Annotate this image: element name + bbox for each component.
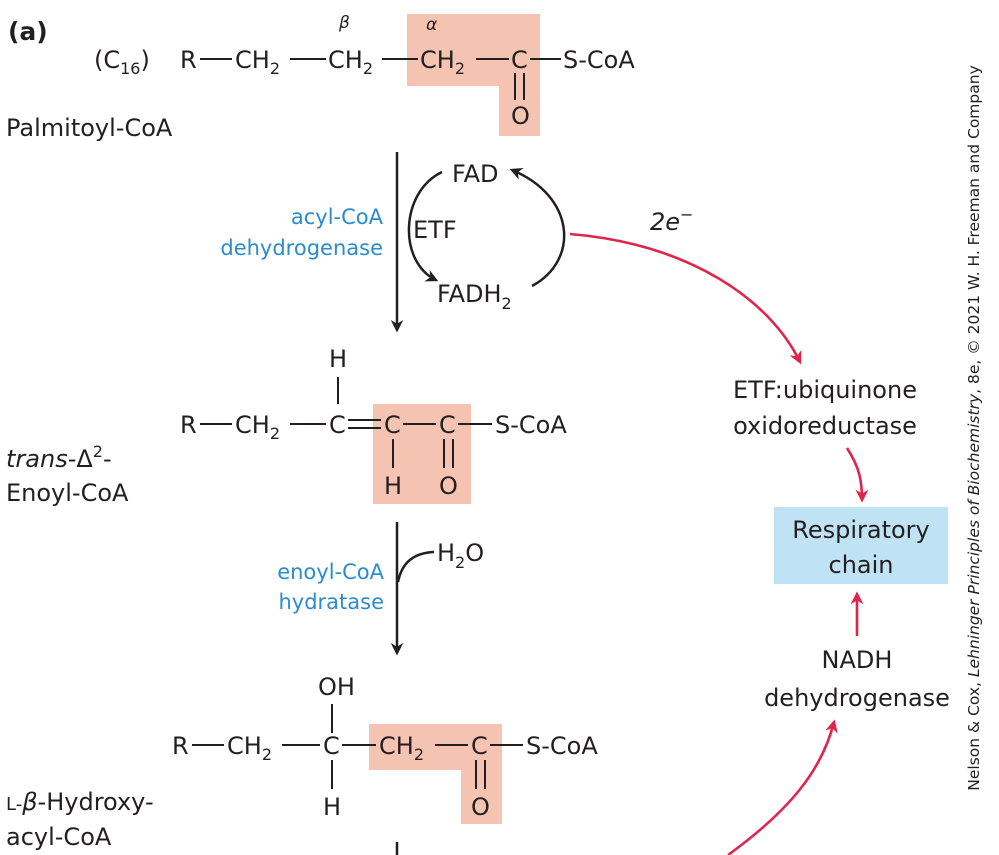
etf-to-respiratory-arrow xyxy=(845,447,869,503)
hydroxy-carbonyl-o: O xyxy=(471,793,490,821)
respiratory-chain-line2: chain xyxy=(829,551,894,579)
palmitoyl-chain-length: (C16) xyxy=(94,46,150,78)
enoyl-coa-hydratase-line2: hydratase xyxy=(278,590,384,614)
enoyl-alpha-h: H xyxy=(384,472,402,500)
respiratory-chain-line1: Respiratory xyxy=(792,516,930,544)
etf-oxidoreductase-line1: ETF:ubiquinone xyxy=(733,376,917,404)
acyl-coa-dehydrogenase-line2: dehydrogenase xyxy=(220,236,383,260)
water-label: H2O xyxy=(437,539,484,572)
enoyl-ch2: CH2 xyxy=(235,411,280,443)
hydroxy-beta-h: H xyxy=(323,793,341,821)
palmitoyl-ch2-alpha: CH2 xyxy=(420,46,465,78)
hydroxy-scoa: S-CoA xyxy=(526,732,598,760)
etf-oxidoreductase-line2: oxidoreductase xyxy=(733,412,917,440)
acyl-coa-dehydrogenase-line1: acyl-CoA xyxy=(291,205,384,229)
respiratory-chain-box xyxy=(774,507,948,584)
two-electrons-label: 2e− xyxy=(650,205,693,236)
hydroxy-highlight xyxy=(369,724,502,824)
palmitoyl-r-group: R xyxy=(180,46,197,74)
panel-label: (a) xyxy=(8,17,48,46)
palmitoyl-ch2-beta: CH2 xyxy=(328,46,373,78)
nadh-dehydrogenase-line1: NADH xyxy=(822,646,893,674)
nadh-dehydrogenase-line2: dehydrogenase xyxy=(764,684,950,712)
palmitoyl-carbonyl-o: O xyxy=(511,102,530,130)
palmitoyl-alpha-highlight xyxy=(407,14,540,136)
enoyl-coa-hydratase-line1: enoyl-CoA xyxy=(277,560,384,584)
fadh2-to-fad-arc xyxy=(509,168,566,288)
enoyl-carbonyl-c: C xyxy=(439,411,456,439)
hydroxy-carbonyl-c: C xyxy=(471,732,488,760)
fad-to-fadh2-arc xyxy=(407,170,443,282)
enoyl-r-group: R xyxy=(180,411,197,439)
lower-red-arrow-to-nadh xyxy=(727,719,838,855)
hydroxy-r-group: R xyxy=(172,732,189,760)
fadh2-label: FADH2 xyxy=(437,280,512,313)
hydroxy-name-line2: acyl-CoA xyxy=(6,823,112,851)
enoyl-beta-c: C xyxy=(329,411,346,439)
enoyl-carbonyl-o: O xyxy=(439,472,458,500)
enoyl-name-line1: trans-Δ2- xyxy=(6,442,112,473)
palmitoyl-carbonyl-c: C xyxy=(511,46,528,74)
enoyl-scoa: S-CoA xyxy=(495,411,567,439)
hydroxy-ch2-1: CH2 xyxy=(227,732,272,764)
enoyl-highlight xyxy=(373,404,471,504)
palmitoyl-scoa: S-CoA xyxy=(563,46,635,74)
hydroxy-beta-c: C xyxy=(323,732,340,760)
etf-label: ETF xyxy=(413,216,457,244)
fad-label: FAD xyxy=(452,160,499,188)
beta-label: β xyxy=(338,13,350,33)
enoyl-name-line2: Enoyl-CoA xyxy=(6,479,129,507)
palmitoyl-name: Palmitoyl-CoA xyxy=(6,114,173,142)
hydroxy-ch2-alpha: CH2 xyxy=(379,732,424,764)
water-uptake-curve xyxy=(396,550,435,583)
alpha-label: α xyxy=(426,15,437,35)
palmitoyl-ch2-1: CH2 xyxy=(235,46,280,78)
enoyl-alpha-c: C xyxy=(384,411,401,439)
hydroxy-name-line1: L-β-Hydroxy- xyxy=(6,788,154,816)
hydroxy-oh: OH xyxy=(318,673,355,701)
enoyl-top-h: H xyxy=(329,345,347,373)
copyright-credit: Nelson & Cox, Lehninger Principles of Bi… xyxy=(965,65,983,791)
electrons-to-etf-oxidoreductase-arrow xyxy=(569,232,802,365)
